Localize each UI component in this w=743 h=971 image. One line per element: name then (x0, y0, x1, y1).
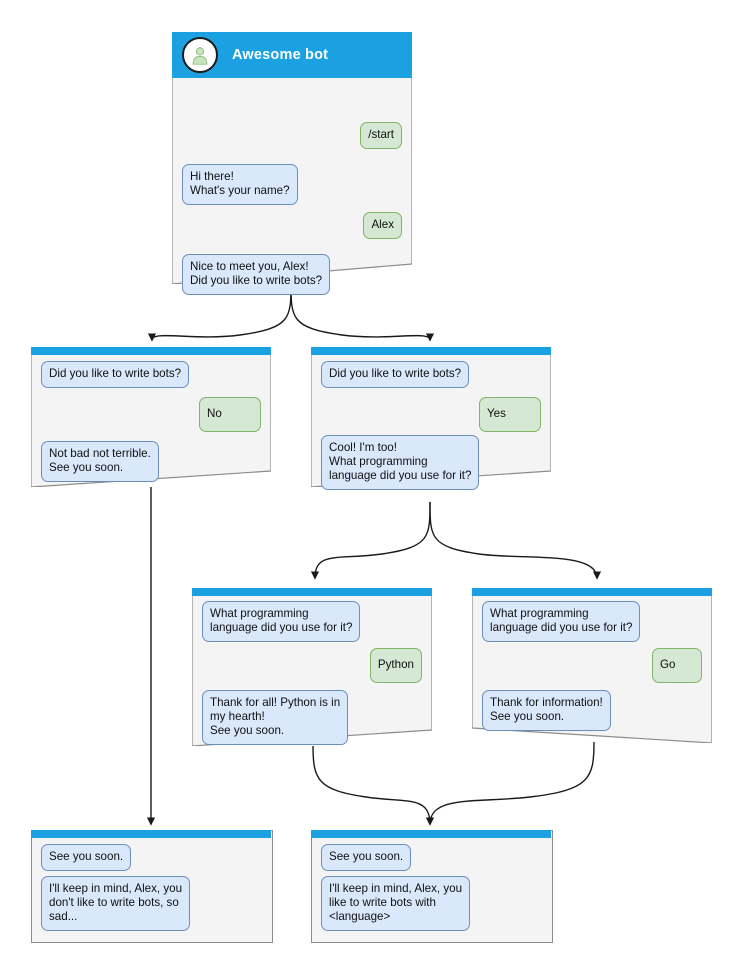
node-root-card (172, 32, 412, 284)
edge-yes-to-go (429, 501, 602, 580)
bot-message-bubble: I'll keep in mind, Alex, you like to wri… (321, 876, 471, 931)
bot-message-bubble: See you soon. (41, 844, 132, 871)
bot-message-bubble: Thank for all! Python is in my hearth! S… (202, 690, 349, 745)
edge-python-to-end (312, 745, 435, 826)
node-root[interactable]: Awesome bot /start Hi there! What's your… (172, 32, 412, 295)
edge-go-to-end (425, 741, 595, 826)
node-header-strip (472, 588, 712, 596)
node-header-strip (31, 830, 271, 838)
bot-message-bubble: Did you like to write bots? (321, 361, 470, 388)
user-message-bubble: /start (360, 122, 402, 149)
bot-message-bubble: Did you like to write bots? (41, 361, 190, 388)
chat-area-root: /start Hi there! What's your name? Alex … (172, 78, 412, 295)
node-header-strip (311, 830, 551, 838)
bot-message-bubble: What programming language did you use fo… (482, 601, 641, 642)
user-message-bubble: Go (652, 648, 702, 683)
node-go-branch[interactable]: What programming language did you use fo… (472, 588, 712, 743)
node-python-branch[interactable]: What programming language did you use fo… (192, 588, 432, 746)
bot-header: Awesome bot (172, 32, 412, 78)
user-message-bubble: Yes (479, 397, 541, 432)
node-header-strip (31, 347, 271, 355)
bot-message-bubble: What programming language did you use fo… (202, 601, 361, 642)
chat-area-no-branch: Did you like to write bots? No Not bad n… (31, 355, 271, 487)
bot-message-bubble: Hi there! What's your name? (182, 164, 298, 205)
user-message-bubble: Alex (363, 212, 402, 239)
node-end-yes[interactable]: See you soon. I'll keep in mind, Alex, y… (311, 830, 553, 943)
node-yes-branch[interactable]: Did you like to write bots? Yes Cool! I'… (311, 347, 551, 490)
user-message-bubble: No (199, 397, 261, 432)
user-message-bubble: Python (369, 648, 422, 683)
bot-message-bubble: Nice to meet you, Alex! Did you like to … (182, 254, 331, 295)
bot-message-bubble: Thank for information! See you soon. (482, 690, 611, 731)
bot-message-bubble: Cool! I'm too! What programming language… (321, 435, 480, 490)
node-no-branch[interactable]: Did you like to write bots? No Not bad n… (31, 347, 271, 487)
chat-area-end-yes: See you soon. I'll keep in mind, Alex, y… (311, 838, 551, 941)
node-end-no[interactable]: See you soon. I'll keep in mind, Alex, y… (31, 830, 273, 943)
node-header-strip (192, 588, 432, 596)
chat-area-yes-branch: Did you like to write bots? Yes Cool! I'… (311, 355, 551, 490)
chat-area-go-branch: What programming language did you use fo… (472, 596, 712, 743)
node-header-strip (311, 347, 551, 355)
person-avatar-icon (182, 37, 218, 73)
edge-yes-to-python (310, 501, 431, 580)
chat-area-end-no: See you soon. I'll keep in mind, Alex, y… (31, 838, 271, 941)
bot-message-bubble: Not bad not terrible. See you soon. (41, 441, 159, 482)
bot-message-bubble: I'll keep in mind, Alex, you don't like … (41, 876, 191, 931)
chat-area-python-branch: What programming language did you use fo… (192, 596, 432, 746)
bot-title: Awesome bot (232, 47, 329, 63)
bot-message-bubble: See you soon. (321, 844, 412, 871)
